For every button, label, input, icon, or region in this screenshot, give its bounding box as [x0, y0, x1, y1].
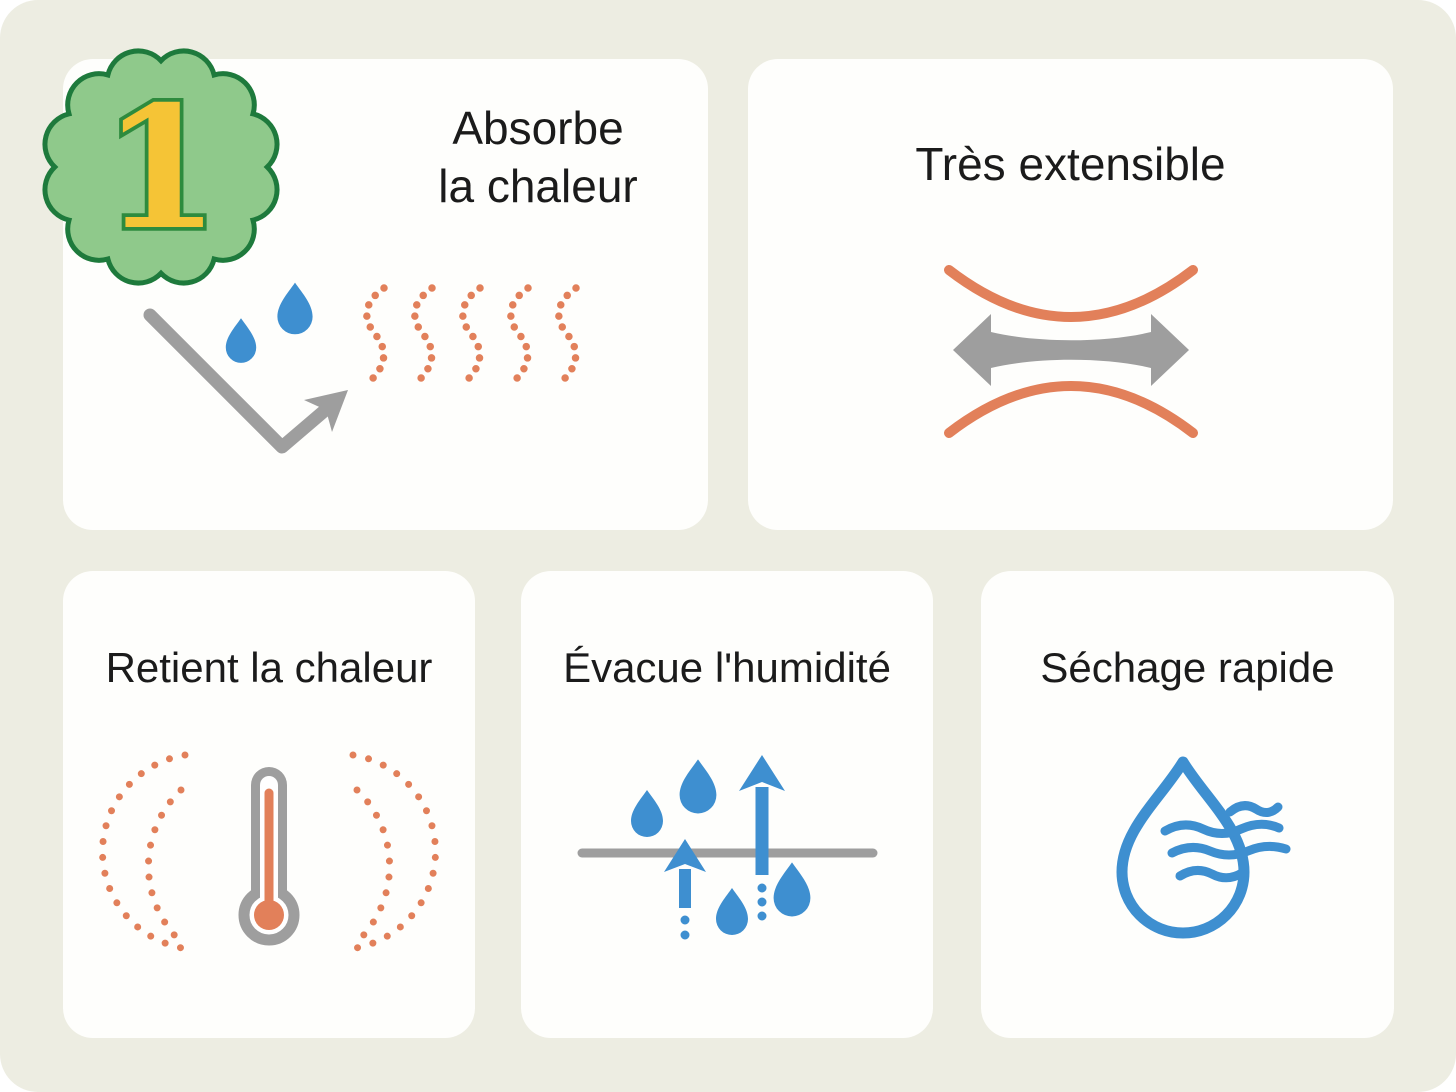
heat-waves-dotted	[363, 284, 580, 387]
card-label-sechage: Séchage rapide	[1040, 644, 1335, 691]
water-drop	[631, 790, 663, 837]
thermometer-heat-icon	[99, 751, 439, 952]
card-label-absorbe: Absorbe la chaleur	[438, 102, 638, 213]
water-drop-small	[225, 318, 257, 363]
card-evacue-humidite: Évacue l'humidité	[521, 571, 933, 1038]
card-label-humidite: Évacue l'humidité	[563, 644, 891, 691]
stretch-arrow-icon	[944, 265, 1198, 438]
step-badge: 1	[42, 48, 280, 286]
water-drop	[773, 862, 811, 917]
card-label-retient: Retient la chaleur	[105, 644, 433, 691]
stretch-curve-top	[944, 265, 1198, 322]
thermometer	[238, 767, 300, 946]
double-headed-arrow	[953, 314, 1189, 386]
card-absorbe-chaleur: Absorbe la chaleur	[63, 59, 708, 530]
quick-dry-icon	[1116, 756, 1291, 939]
card-retient-chaleur: Retient la chaleur	[63, 571, 475, 1038]
short-up-arrow	[664, 839, 706, 955]
moisture-wicking-icon	[577, 755, 878, 955]
water-drop	[716, 888, 748, 935]
deflect-arrow-shaft	[143, 308, 337, 454]
heat-absorption-icon	[143, 282, 580, 454]
deflect-arrow-head	[304, 390, 348, 432]
heat-arcs-dotted	[99, 751, 439, 952]
badge-number: 1	[102, 69, 219, 267]
card-sechage-rapide: Séchage rapide	[981, 571, 1394, 1038]
card-label-extensible: Très extensible	[915, 138, 1226, 190]
scallop-cloud-shape	[42, 48, 280, 286]
card-tres-extensible: Très extensible	[748, 59, 1393, 530]
tall-up-arrow	[739, 755, 785, 935]
drop-outline	[1116, 756, 1250, 939]
stretch-curve-bottom	[944, 381, 1198, 438]
wind-waves	[1160, 801, 1291, 883]
water-drop	[679, 759, 717, 814]
